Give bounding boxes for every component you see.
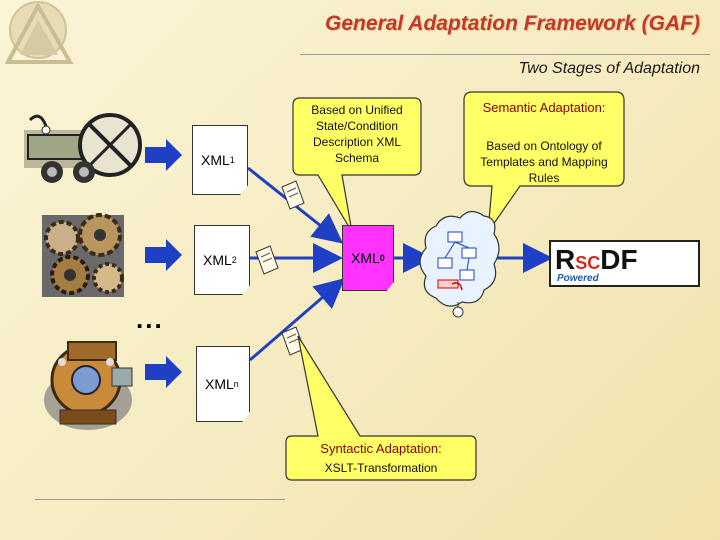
syntactic-callout-body: XSLT-Transformation bbox=[324, 461, 438, 475]
xml2-label: XML bbox=[203, 252, 232, 268]
machine-image bbox=[24, 113, 142, 183]
xmln-label: XML bbox=[205, 376, 234, 392]
gaf-logo-icon bbox=[4, 1, 74, 64]
xmln-subscript: n bbox=[233, 379, 239, 389]
logo-letters-df: DF bbox=[600, 244, 638, 275]
ontology-cloud-icon bbox=[419, 210, 500, 318]
input-arrow-n bbox=[145, 356, 182, 388]
rscdf-logo: RSCDF Powered bbox=[549, 240, 700, 287]
scroll-icon bbox=[281, 326, 305, 356]
logo-letter-c: C bbox=[587, 253, 601, 273]
scroll-icon bbox=[281, 180, 305, 210]
semantic-callout-title: Semantic Adaptation: bbox=[482, 100, 606, 115]
logo-letter-s: S bbox=[575, 253, 588, 273]
gears-image bbox=[42, 213, 124, 297]
semantic-callout-body: Based on Ontology of Templates and Mappi… bbox=[480, 139, 608, 185]
scroll-icon bbox=[255, 245, 279, 275]
xml0-label: XML bbox=[351, 250, 380, 266]
page-title: General Adaptation Framework (GAF) bbox=[325, 12, 700, 35]
page-subtitle: Two Stages of Adaptation bbox=[518, 60, 700, 77]
transform-arrow-n bbox=[249, 278, 345, 362]
input-arrow-2 bbox=[145, 239, 182, 271]
footer-divider bbox=[35, 499, 285, 500]
xml2-subscript: 2 bbox=[231, 255, 237, 265]
syntactic-callout-title: Syntactic Adaptation: bbox=[320, 441, 442, 456]
input-arrow-1 bbox=[145, 139, 182, 171]
pump-image bbox=[44, 341, 133, 430]
xml1-subscript: 1 bbox=[229, 155, 235, 165]
syntactic-callout-bubble bbox=[285, 335, 477, 481]
title-divider bbox=[300, 54, 710, 55]
xml0-subscript: 0 bbox=[379, 253, 385, 263]
logo-letter-r: R bbox=[555, 244, 576, 275]
xml1-label: XML bbox=[201, 152, 230, 168]
logo-powered: Powered bbox=[557, 273, 599, 284]
schema-callout-text: Based on Unified State/Condition Descrip… bbox=[311, 103, 403, 165]
semantic-callout-bubble bbox=[463, 91, 625, 235]
schema-callout-bubble bbox=[292, 97, 422, 233]
more-sources-ellipsis: ... bbox=[136, 304, 164, 334]
